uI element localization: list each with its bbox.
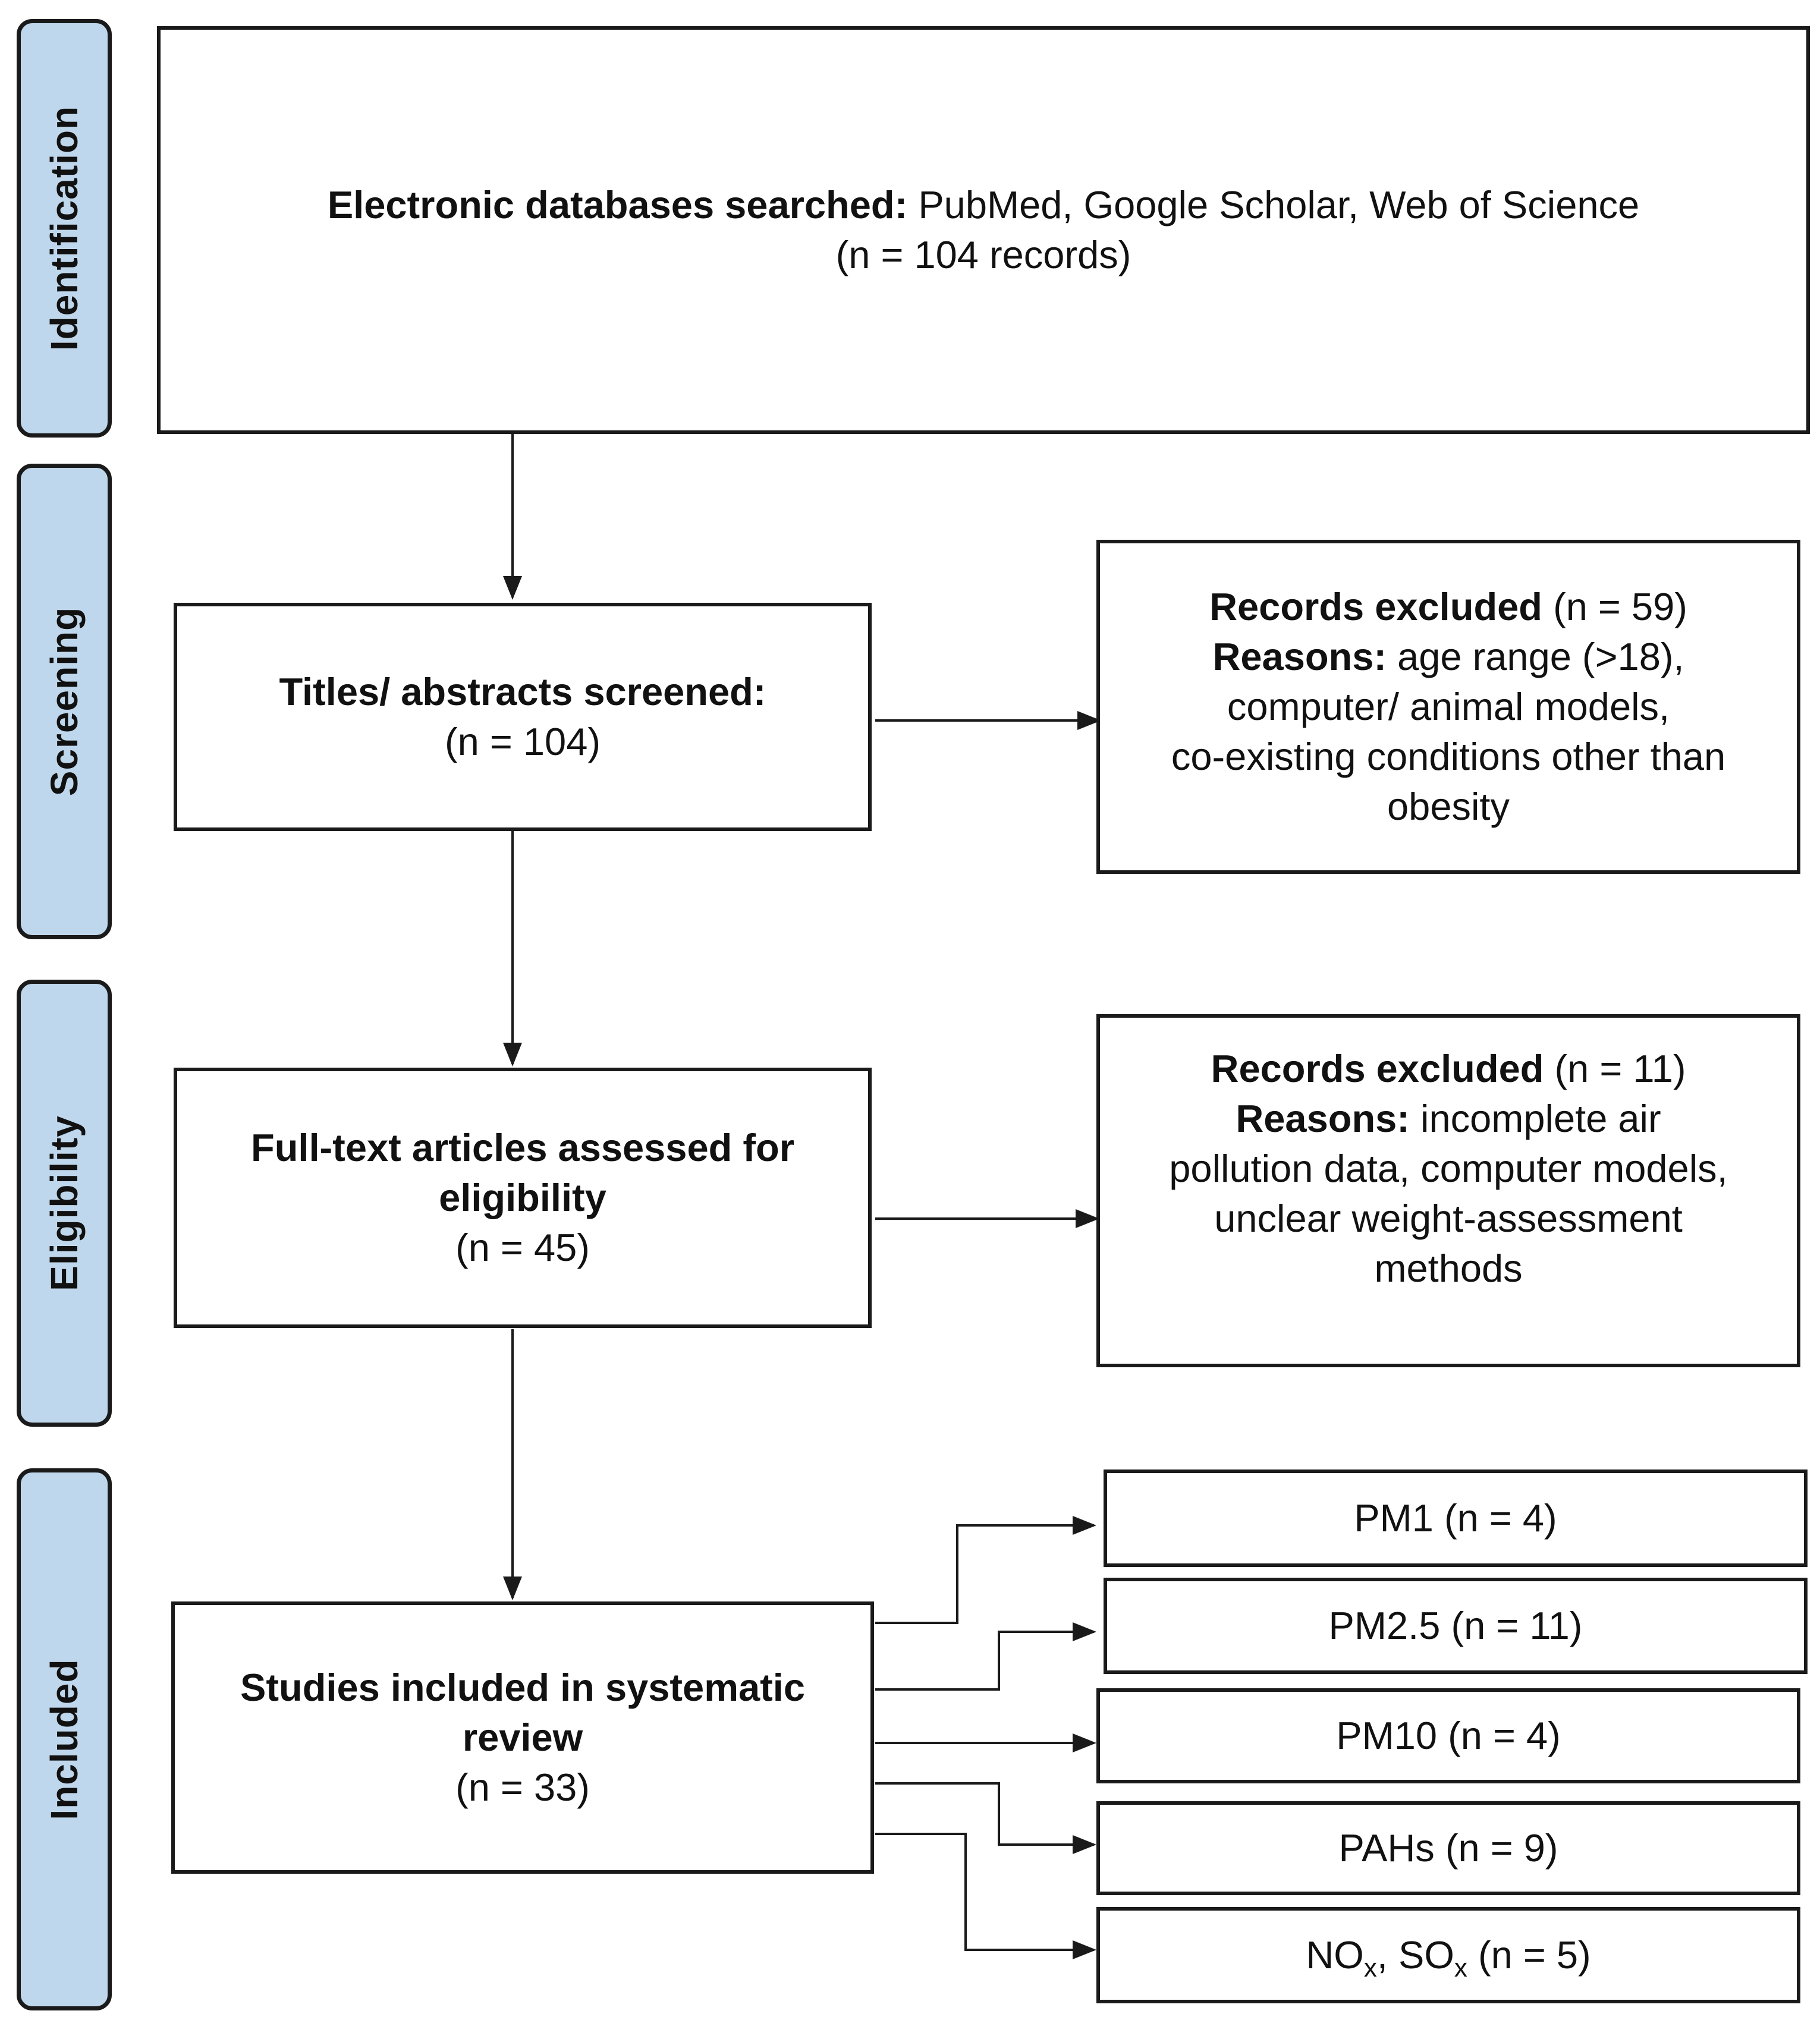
nox-subscript: x bbox=[1363, 1953, 1377, 1983]
eligibility-excluded-label: Records excluded bbox=[1211, 1047, 1544, 1090]
nox-sox-count: (n = 5) bbox=[1467, 1933, 1591, 1977]
screening-reasons-4: obesity bbox=[1387, 785, 1510, 828]
screening-box: Titles/ abstracts screened: (n = 104) bbox=[174, 603, 872, 831]
included-count: (n = 33) bbox=[455, 1766, 590, 1809]
included-box: Studies included in systematic review (n… bbox=[171, 1601, 874, 1874]
phase-label-identification: Identification bbox=[43, 105, 86, 351]
screening-reasons-label: Reasons: bbox=[1212, 635, 1387, 678]
identification-label: Electronic databases searched: bbox=[327, 183, 908, 226]
screening-reasons-3: co-existing conditions other than bbox=[1171, 735, 1726, 778]
phase-label-included: Included bbox=[43, 1659, 86, 1820]
phase-included: Included bbox=[17, 1468, 112, 2010]
screening-reasons-1: age range (>18), bbox=[1387, 635, 1684, 678]
phase-label-screening: Screening bbox=[43, 606, 86, 797]
identification-box: Electronic databases searched: PubMed, G… bbox=[157, 26, 1810, 434]
pollutant-nox-sox-label: NOx, SOx (n = 5) bbox=[1306, 1931, 1591, 1981]
arrow-to-pm25 bbox=[875, 1622, 1096, 1691]
eligibility-reasons-3: unclear weight-assessment bbox=[1214, 1197, 1683, 1240]
screening-reasons-2: computer/ animal models, bbox=[1227, 685, 1670, 728]
eligibility-label-1: Full-text articles assessed for bbox=[251, 1126, 794, 1169]
eligibility-reasons-label: Reasons: bbox=[1236, 1097, 1410, 1140]
eligibility-box: Full-text articles assessed for eligibil… bbox=[174, 1068, 872, 1328]
identification-line: Electronic databases searched: PubMed, G… bbox=[328, 180, 1639, 230]
phase-eligibility: Eligibility bbox=[17, 980, 112, 1427]
screening-label: Titles/ abstracts screened: bbox=[279, 670, 766, 713]
pollutant-nox-sox-box: NOx, SOx (n = 5) bbox=[1096, 1907, 1800, 2003]
eligibility-label-2: eligibility bbox=[439, 1176, 606, 1219]
pollutant-pm10-box: PM10 (n = 4) bbox=[1096, 1688, 1800, 1783]
pollutant-pm1-label: PM1 (n = 4) bbox=[1354, 1496, 1557, 1540]
screening-count: (n = 104) bbox=[445, 720, 601, 763]
pollutant-pm25-label: PM2.5 (n = 11) bbox=[1328, 1604, 1583, 1647]
arrow-to-nox-sox bbox=[875, 1833, 1096, 1959]
screening-excluded-label: Records excluded bbox=[1209, 585, 1543, 628]
pollutant-pahs-label: PAHs (n = 9) bbox=[1338, 1826, 1558, 1870]
arrow-to-pm1 bbox=[875, 1516, 1096, 1624]
phase-screening: Screening bbox=[17, 464, 112, 939]
phase-identification: Identification bbox=[17, 19, 112, 438]
identification-count: (n = 104 records) bbox=[835, 233, 1131, 276]
eligibility-excluded-box: Records excluded (n = 11) Reasons: incom… bbox=[1096, 1014, 1800, 1367]
sox-text: , SO bbox=[1376, 1933, 1454, 1977]
eligibility-reasons-1: incomplete air bbox=[1409, 1097, 1661, 1140]
eligibility-reasons-2: pollution data, computer models, bbox=[1169, 1147, 1728, 1190]
phase-label-eligibility: Eligibility bbox=[43, 1115, 86, 1291]
nox-text: NO bbox=[1306, 1933, 1364, 1977]
sox-subscript: x bbox=[1454, 1953, 1467, 1983]
eligibility-excluded-count: (n = 11) bbox=[1544, 1047, 1686, 1090]
identification-databases: PubMed, Google Scholar, Web of Science bbox=[907, 183, 1640, 226]
pollutant-pm1-box: PM1 (n = 4) bbox=[1104, 1470, 1808, 1567]
included-label-2: review bbox=[462, 1716, 583, 1759]
eligibility-reasons-4: methods bbox=[1374, 1247, 1523, 1290]
screening-excluded-box: Records excluded (n = 59) Reasons: age r… bbox=[1096, 540, 1800, 874]
pollutant-pahs-box: PAHs (n = 9) bbox=[1096, 1801, 1800, 1895]
pollutant-pm25-box: PM2.5 (n = 11) bbox=[1104, 1578, 1808, 1674]
included-label-1: Studies included in systematic bbox=[240, 1666, 805, 1709]
eligibility-count: (n = 45) bbox=[455, 1226, 590, 1269]
screening-excluded-count: (n = 59) bbox=[1542, 585, 1687, 628]
pollutant-pm10-label: PM10 (n = 4) bbox=[1336, 1714, 1561, 1757]
arrow-to-pahs bbox=[875, 1782, 1096, 1854]
